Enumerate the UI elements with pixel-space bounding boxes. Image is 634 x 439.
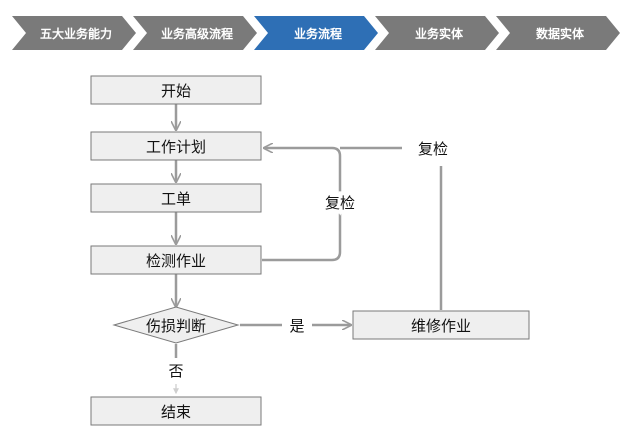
connectors	[176, 104, 443, 358]
breadcrumb-step-label: 数据实体	[536, 26, 585, 41]
breadcrumb-step-label: 五大业务能力	[40, 26, 112, 41]
node-inspection-label: 检测作业	[146, 252, 206, 270]
connector-inspection-recheck-loop	[262, 148, 342, 262]
node-start-label: 开始	[161, 82, 191, 100]
edge-label-recheck-inner: 复检	[325, 194, 355, 212]
breadcrumb-step-data-entity[interactable]: 数据实体	[496, 16, 620, 50]
node-work-plan-label: 工作计划	[146, 138, 206, 156]
node-damage-judgement-label: 伤损判断	[146, 317, 206, 335]
breadcrumb-step-business-capabilities[interactable]: 五大业务能力	[12, 16, 136, 50]
node-work-plan[interactable]: 工作计划	[90, 131, 262, 161]
edge-label-no: 否	[168, 362, 183, 380]
breadcrumb-step-advanced-process[interactable]: 业务高级流程	[133, 16, 257, 50]
breadcrumb-step-label: 业务高级流程	[161, 26, 233, 41]
node-end-label: 结束	[161, 403, 191, 421]
breadcrumb-step-label: 业务流程	[294, 26, 342, 41]
edge-label-recheck-outer: 复检	[418, 140, 448, 158]
breadcrumb-step-business-process[interactable]: 业务流程	[254, 16, 378, 50]
breadcrumb-step-label: 业务实体	[415, 26, 464, 41]
node-end[interactable]: 结束	[90, 396, 262, 426]
breadcrumb: 五大业务能力 业务高级流程 业务流程 业务实体 数据实体	[12, 16, 620, 50]
node-start[interactable]: 开始	[90, 75, 262, 105]
node-repair-label: 维修作业	[411, 317, 471, 335]
node-work-order-label: 工单	[161, 190, 191, 208]
node-work-order[interactable]: 工单	[90, 183, 262, 213]
node-inspection[interactable]: 检测作业	[90, 245, 262, 275]
edge-label-yes: 是	[289, 317, 304, 335]
node-damage-judgement[interactable]: 伤损判断	[112, 306, 240, 344]
node-repair[interactable]: 维修作业	[352, 310, 530, 340]
breadcrumb-step-business-entity[interactable]: 业务实体	[375, 16, 499, 50]
